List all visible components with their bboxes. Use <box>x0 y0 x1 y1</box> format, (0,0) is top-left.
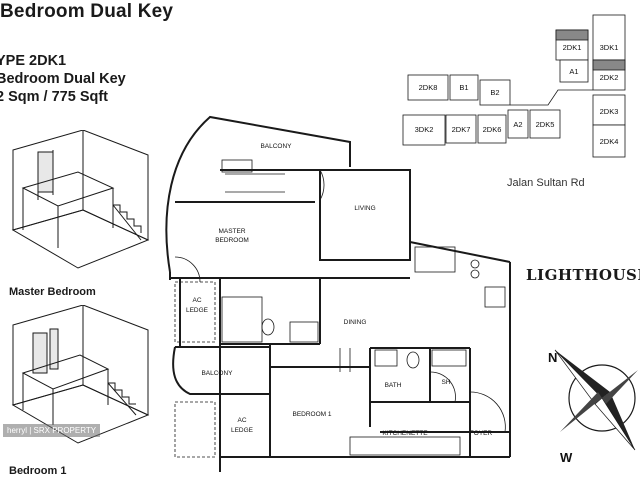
svg-text:2DK8: 2DK8 <box>419 83 438 92</box>
label-dining: DINING <box>344 319 367 326</box>
master-bedroom-iso <box>11 130 150 269</box>
svg-text:2DK3: 2DK3 <box>600 107 619 116</box>
lighthouse-stamp: LIGHTHOUSE <box>526 266 640 284</box>
master-bedroom-caption: Master Bedroom <box>9 286 96 298</box>
unit-3dk1 <box>592 14 626 61</box>
unit-2dk3 <box>592 94 626 126</box>
svg-text:3DK2: 3DK2 <box>415 125 434 134</box>
svg-text:2DK4: 2DK4 <box>600 137 619 146</box>
label-master-sub: BEDROOM <box>215 237 249 244</box>
page-title: Bedroom Dual Key <box>0 1 174 22</box>
unit-a2 <box>507 109 529 139</box>
label-living: LIVING <box>354 205 375 212</box>
svg-text:2DK7: 2DK7 <box>452 125 471 134</box>
svg-text:2DK1: 2DK1 <box>563 43 582 52</box>
label-ledge-1: LEDGE <box>186 307 209 314</box>
label-balcony-top: BALCONY <box>260 143 292 150</box>
label-ledge-2: LEDGE <box>231 427 254 434</box>
label-sh: SH <box>441 379 450 386</box>
svg-text:2DK2: 2DK2 <box>600 73 619 82</box>
unit-2dk7 <box>445 114 477 144</box>
label-foyer: FOYER <box>470 430 493 437</box>
unit-type: YPE 2DK1 <box>0 53 67 69</box>
unit-2dk4 <box>592 124 626 158</box>
label-ac-1: AC <box>192 297 201 304</box>
label-bath: BATH <box>385 382 402 389</box>
label-ac-2: AC <box>237 417 246 424</box>
svg-text:B2: B2 <box>490 88 499 97</box>
unit-name: Bedroom Dual Key <box>0 71 126 87</box>
bedroom1-caption: Bedroom 1 <box>9 465 67 477</box>
watermark: herryl | SRX PROPERTY <box>3 424 101 437</box>
unit-2dk8 <box>407 74 449 101</box>
svg-text:2DK5: 2DK5 <box>536 120 555 129</box>
compass-n: N <box>548 350 557 365</box>
svg-text:B1: B1 <box>459 83 468 92</box>
label-balcony-left: BALCONY <box>201 370 233 377</box>
svg-text:A1: A1 <box>569 67 578 76</box>
key-plan: 2DK1 3DK1 A1 2DK2 2DK8 B1 B2 2DK3 3DK2 2… <box>402 14 626 158</box>
compass-w: W <box>560 450 573 465</box>
unit-3dk2 <box>402 114 446 146</box>
compass-rose: N W <box>548 349 638 465</box>
unit-2dk6 <box>477 114 507 144</box>
svg-text:3DK1: 3DK1 <box>600 43 619 52</box>
svg-text:A2: A2 <box>513 120 522 129</box>
svg-text:2DK6: 2DK6 <box>483 125 502 134</box>
unit-area: 2 Sqm / 775 Sqft <box>0 89 109 105</box>
floor-plan: BALCONY LIVING MASTER BEDROOM AC LEDGE D… <box>165 115 511 472</box>
unit-a1 <box>559 59 589 83</box>
label-kitchenette: KITCHENETTE <box>382 430 428 437</box>
unit-b2 <box>479 79 511 106</box>
label-master: MASTER <box>218 228 245 235</box>
road-label: Jalan Sultan Rd <box>507 177 585 189</box>
unit-b1 <box>449 74 479 101</box>
label-bedroom1: BEDROOM 1 <box>292 411 331 418</box>
unit-2dk5 <box>529 109 561 139</box>
